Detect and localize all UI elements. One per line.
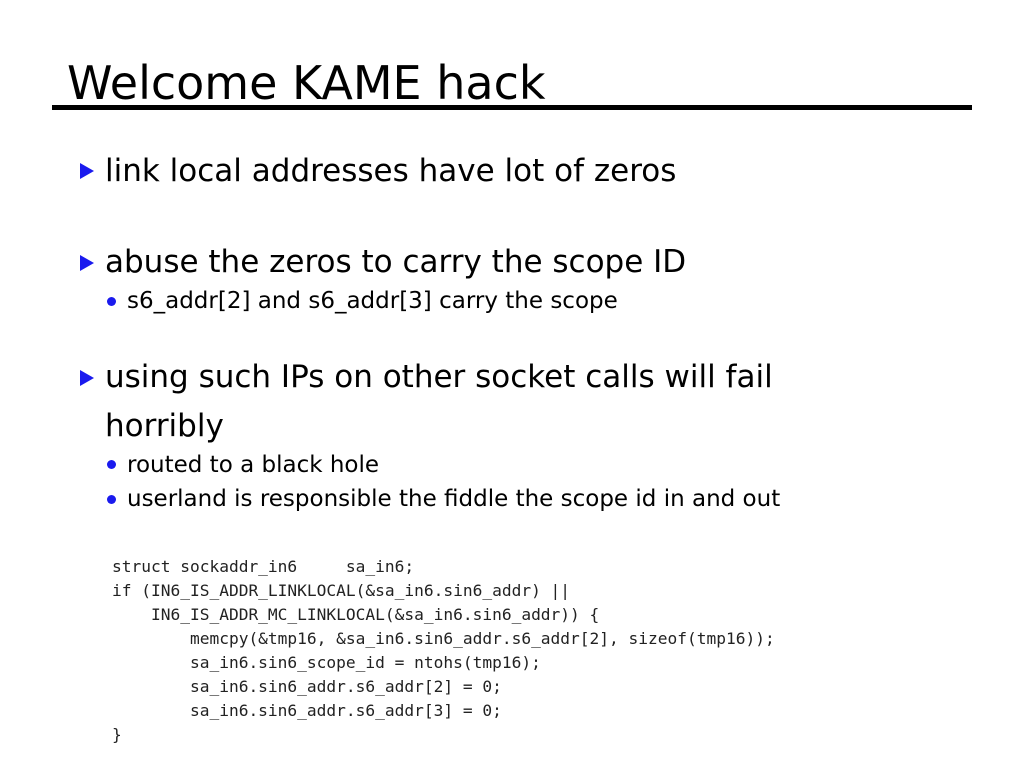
dot-bullet-icon bbox=[107, 495, 116, 504]
code-block: struct sockaddr_in6 sa_in6; if (IN6_IS_A… bbox=[112, 555, 775, 747]
code-line: sa_in6.sin6_scope_id = ntohs(tmp16); bbox=[112, 653, 541, 672]
bullet-text: link local addresses have lot of zeros bbox=[105, 153, 677, 189]
bullet-text: abuse the zeros to carry the scope ID bbox=[105, 244, 687, 280]
sub-bullet-text: routed to a black hole bbox=[127, 452, 380, 478]
code-line: } bbox=[112, 725, 122, 744]
triangle-bullet-icon bbox=[80, 163, 94, 179]
code-line: IN6_IS_ADDR_MC_LINKLOCAL(&sa_in6.sin6_ad… bbox=[112, 605, 600, 624]
sub-bullet-text: s6_addr[2] and s6_addr[3] carry the scop… bbox=[127, 288, 618, 314]
dot-bullet-icon bbox=[107, 297, 116, 306]
code-line: sa_in6.sin6_addr.s6_addr[3] = 0; bbox=[112, 701, 502, 720]
code-line: if (IN6_IS_ADDR_LINKLOCAL(&sa_in6.sin6_a… bbox=[112, 581, 571, 600]
title-underline bbox=[52, 105, 972, 110]
bullet-text-line1: using such IPs on other socket calls wil… bbox=[105, 359, 773, 395]
sub-bullet-text: userland is responsible the fiddle the s… bbox=[127, 486, 781, 512]
dot-bullet-icon bbox=[107, 460, 116, 469]
code-line: memcpy(&tmp16, &sa_in6.sin6_addr.s6_addr… bbox=[112, 629, 775, 648]
triangle-bullet-icon bbox=[80, 370, 94, 386]
triangle-bullet-icon bbox=[80, 255, 94, 271]
code-line: sa_in6.sin6_addr.s6_addr[2] = 0; bbox=[112, 677, 502, 696]
code-line: struct sockaddr_in6 sa_in6; bbox=[112, 557, 415, 576]
slide-title: Welcome KAME hack bbox=[67, 56, 546, 110]
bullet-text-line2: horribly bbox=[105, 408, 224, 444]
